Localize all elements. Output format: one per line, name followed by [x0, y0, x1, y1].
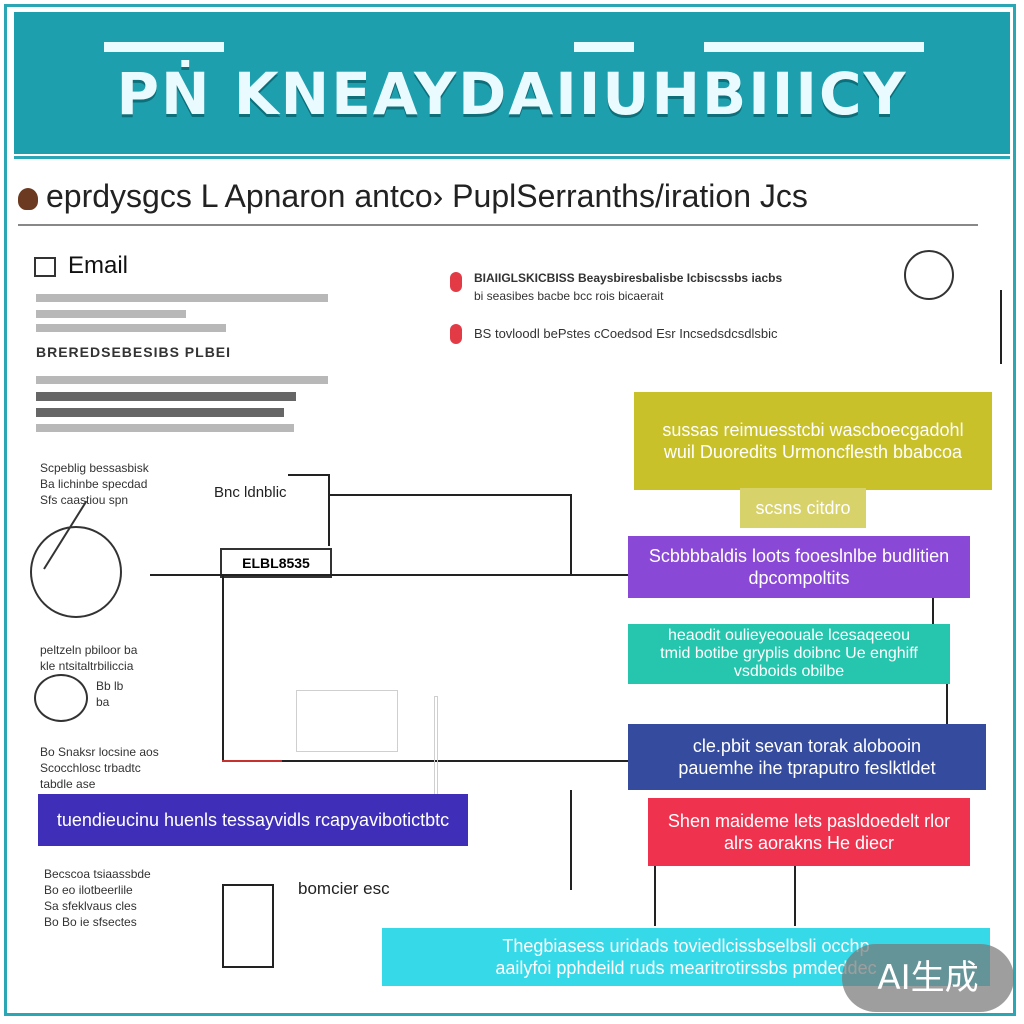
connector-line: [222, 884, 274, 886]
text-bar: [36, 324, 226, 332]
bowl-icon: [34, 674, 88, 722]
block-line: Scbbbbaldis loots fooeslnlbe budlitien: [648, 546, 950, 566]
connector-line: [288, 474, 330, 476]
sketch-icon: [904, 250, 954, 300]
small-caption: bomcier esc: [298, 879, 390, 898]
block-line: aailyfoi pphdeild ruds mearitrotirssbs p…: [495, 958, 877, 978]
banner-title: PṄ KNEAYDAIIUHBIIICY: [116, 60, 908, 128]
connector-line: [222, 574, 224, 762]
connector-line: [150, 574, 628, 576]
connector-line: [794, 866, 796, 926]
block-line: alrs aorakns He diecr: [723, 833, 895, 853]
text-bar: [36, 408, 284, 417]
ai-generated-badge: AI生成: [842, 944, 1014, 1012]
connector-line: [272, 884, 274, 968]
paragraph-line: Bo eo ilotbeerlile: [44, 883, 133, 897]
paragraph-line: Bo Bo ie sfsectes: [44, 915, 137, 929]
title-banner: PṄ KNEAYDAIIUHBIIICY: [14, 12, 1010, 154]
text-bar: [36, 392, 296, 401]
banner-accent: [704, 42, 924, 52]
page-subtitle: eprdysgcs L Apnaron antco› PuplSerranths…: [18, 178, 998, 222]
block-line: cle.pbit sevan torak alobooin: [692, 736, 922, 756]
connector-line: [932, 598, 934, 624]
block-line: tmid botibe gryplis doibnc Ue enghiff: [660, 645, 918, 662]
subtitle-divider: [18, 224, 978, 226]
connector-line-accent: [222, 760, 282, 762]
email-label: Email: [68, 252, 129, 279]
paragraph-line: Scocchlosc trbadtc: [40, 761, 141, 775]
paragraph-line: Becscoa tsiaassbde: [44, 867, 151, 881]
connector-line: [222, 884, 224, 968]
connector-line: [570, 494, 572, 576]
note-line: BIAIIGLSKICBISS Beaysbiresbalisbe Icbisc…: [474, 271, 783, 285]
paragraph-line: Sfs caastiou spn: [40, 493, 129, 507]
paragraph-line: ba: [96, 695, 110, 709]
connector-line: [654, 866, 656, 926]
connector-line: [222, 966, 274, 968]
block-line: Shen maideme lets pasldoedelt rlor: [667, 811, 951, 831]
text-bar: [36, 310, 186, 318]
crossed-circle-icon: [30, 526, 122, 618]
connector-line: [946, 684, 948, 724]
block-line: heaodit oulieyeoouale lcesaqeeou: [668, 627, 910, 644]
paragraph-line: Scpeblig bessasbisk: [40, 461, 149, 475]
email-icon: [34, 256, 56, 277]
paragraph-line: Bb lb: [96, 679, 124, 693]
paragraph-line: Sa sfeklvaus cles: [44, 899, 137, 913]
purple-block: Scbbbbaldis loots fooeslnlbe budlitien d…: [628, 536, 970, 598]
block-line: pauemhe ihe tpraputro feslktldet: [678, 758, 936, 778]
faint-sketch: [296, 690, 398, 752]
block-line: sussas reimuesstcbi wascboecgadohl: [662, 420, 964, 440]
connector-line: [222, 760, 628, 762]
paragraph-line: Ba lichinbe specdad: [40, 477, 148, 491]
paragraph-line: tabdle ase: [40, 777, 96, 791]
teal-block: heaodit oulieyeoouale lcesaqeeou tmid bo…: [628, 624, 950, 684]
banner-accent: [104, 42, 224, 52]
connector-label: Bnc ldnblic: [214, 484, 287, 501]
block-line: vsdboids obilbe: [733, 663, 845, 680]
red-block: Shen maideme lets pasldoedelt rlor alrs …: [648, 798, 970, 866]
text-bar: [36, 376, 328, 384]
note-marker-icon: [450, 272, 462, 292]
block-line: dpcompoltits: [748, 568, 850, 588]
indigo-block: tuendieucinu huenls tessayvidls rcapyavi…: [38, 794, 468, 846]
faint-sketch: [434, 696, 438, 798]
connector-line: [328, 474, 330, 546]
text-bar: [36, 294, 328, 302]
text-bar: [36, 424, 294, 432]
note-marker-icon: [450, 324, 462, 344]
paragraph-line: Bo Snaksr locsine aos: [40, 745, 159, 759]
note-line: BS tovloodl bePstes cCoedsod Esr Incseds…: [474, 326, 778, 341]
character-icon: [18, 187, 38, 210]
bar-label: BREREDSEBESIBS PLBEI: [36, 344, 232, 360]
banner-accent: [574, 42, 634, 52]
connector-line: [328, 494, 572, 496]
subtitle-text: eprdysgcs L Apnaron antco› PuplSerranths…: [46, 178, 808, 214]
side-rule: [1000, 290, 1002, 364]
note-line: bi seasibes bacbe bcc rois bicaerait: [474, 289, 664, 303]
block-line: wuil Duoredits Urmoncflesth bbabcoa: [663, 442, 963, 462]
paragraph-line: peltzeln pbiloor ba: [40, 643, 138, 657]
banner-divider: [14, 156, 1010, 159]
navy-block: cle.pbit sevan torak alobooin pauemhe ih…: [628, 724, 986, 790]
connector-line: [570, 790, 572, 890]
page-frame: [4, 4, 1016, 1016]
block-line: Thegbiasess uridads toviedlcissbselbsli …: [502, 936, 870, 956]
central-badge: ELBL8535: [220, 548, 332, 578]
yellow-tab: scsns citdro: [740, 488, 866, 528]
yellow-block: sussas reimuesstcbi wascboecgadohl wuil …: [634, 392, 992, 490]
email-heading: Email: [34, 252, 128, 280]
paragraph-line: kle ntsitaltrbiliccia: [40, 659, 134, 673]
